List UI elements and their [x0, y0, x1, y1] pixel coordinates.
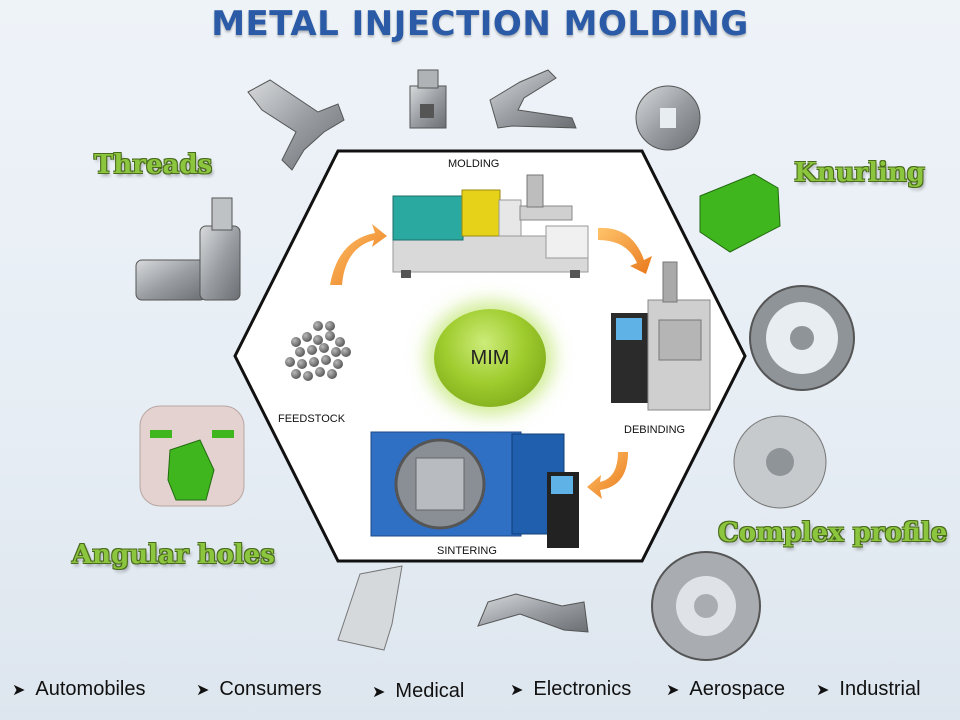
stage-molding-label: MOLDING	[448, 158, 500, 170]
arrow-debinding-to-sintering	[587, 452, 628, 499]
mim-center-circle: MIM	[434, 309, 546, 407]
part-block-top-image	[409, 69, 447, 129]
sintering-furnace-image	[370, 431, 579, 548]
stage-debinding-label: DEBINDING	[624, 424, 686, 436]
part-turbine-ring-image	[651, 551, 761, 661]
industry-item: ➤Industrial	[816, 678, 921, 700]
arrow-feedstock-to-molding	[330, 224, 387, 285]
industry-item: ➤Electronics	[510, 678, 632, 700]
part-angular-hole-block-image	[139, 405, 245, 507]
debinding-oven-image	[611, 261, 711, 411]
part-wheel-image	[749, 285, 855, 391]
industry-item: ➤Medical	[372, 680, 465, 702]
industry-item: ➤Automobiles	[12, 678, 146, 700]
arrow-bullet-icon: ➤	[196, 682, 210, 699]
page-title: METAL INJECTION MOLDING	[211, 4, 749, 44]
part-knurled-green-image	[699, 173, 781, 253]
arrow-bullet-icon: ➤	[816, 682, 830, 699]
part-impeller-image	[733, 415, 827, 509]
part-lever-top-image	[489, 69, 577, 129]
arrow-molding-to-debinding	[598, 227, 652, 274]
molding-machine-image	[392, 174, 589, 278]
industries-list: ➤Automobiles ➤Consumers ➤Medical ➤Electr…	[0, 676, 960, 710]
stage-feedstock-label: FEEDSTOCK	[278, 413, 346, 425]
part-blade-image	[337, 565, 403, 651]
feature-knurling-label: Knurling	[794, 158, 925, 188]
arrow-bullet-icon: ➤	[372, 684, 386, 701]
arrow-bullet-icon: ➤	[666, 682, 680, 699]
part-gear-top-right-image	[635, 85, 701, 151]
feature-threads-label: Threads	[94, 150, 213, 180]
feedstock-pellets-image	[285, 321, 351, 381]
part-threaded-elbow-image	[135, 197, 241, 301]
arrow-bullet-icon: ➤	[12, 682, 26, 699]
industry-item: ➤Aerospace	[666, 678, 786, 700]
feature-angular-holes-label: Angular holes	[72, 540, 275, 570]
arrow-bullet-icon: ➤	[510, 682, 524, 699]
part-bracket-top-left-image	[247, 79, 345, 171]
industry-item: ➤Consumers	[196, 678, 322, 700]
stage-sintering-label: SINTERING	[437, 545, 497, 557]
part-wrench-image	[477, 593, 589, 633]
mim-label: MIM	[470, 346, 510, 369]
feature-complex-profile-label: Complex profile	[718, 518, 948, 548]
